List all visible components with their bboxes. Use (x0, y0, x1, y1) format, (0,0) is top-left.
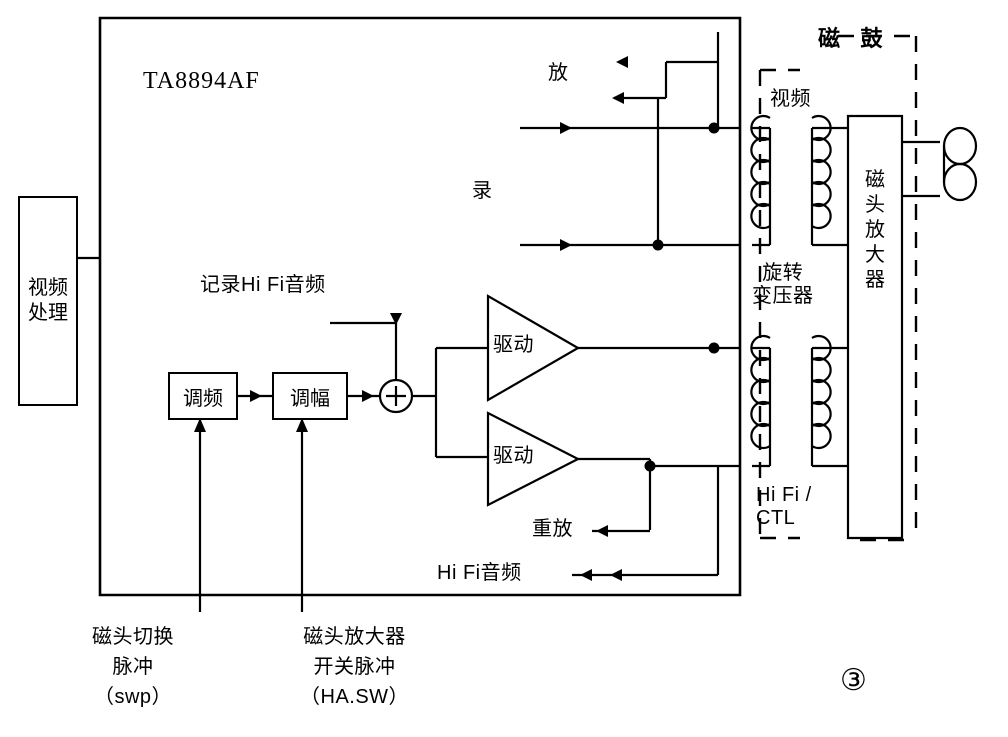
driver-top-label: 驱动 (493, 334, 534, 356)
figure-number: ③ (840, 664, 868, 697)
block-video-processing: 视频 处理 (18, 196, 78, 406)
play-label: 放 (548, 62, 569, 84)
block-am-label: 调幅 (290, 387, 330, 410)
hifi-audio-label: Hi Fi音频 (437, 562, 522, 584)
chip-label: TA8894AF (143, 68, 260, 94)
rotary-transformer-label: 旋转 变压器 (752, 262, 814, 307)
replay-label: 重放 (532, 518, 573, 540)
head-switch-pulse-annotation: 磁头切换 脉冲 （swp） (92, 626, 174, 708)
block-fm: 调频 (168, 372, 238, 420)
record-label: 录 (472, 180, 493, 202)
video-frequency-label: 视频 (770, 88, 811, 110)
block-fm-label: 调频 (183, 387, 223, 410)
hifi-ctl-label: Hi Fi / CTL (756, 484, 812, 529)
record-hifi-audio-label: 记录Hi Fi音频 (200, 274, 326, 296)
block-head-amp-label: 磁 头 放 大 器 (865, 169, 885, 291)
driver-bottom-label: 驱动 (493, 445, 534, 467)
block-video-processing-label: 视频 处理 (28, 277, 68, 324)
block-am: 调幅 (272, 372, 348, 420)
drum-label: 磁 鼓 (818, 26, 883, 51)
head-amp-switch-pulse-annotation: 磁头放大器 开关脉冲 （HA.SW） (300, 626, 410, 708)
